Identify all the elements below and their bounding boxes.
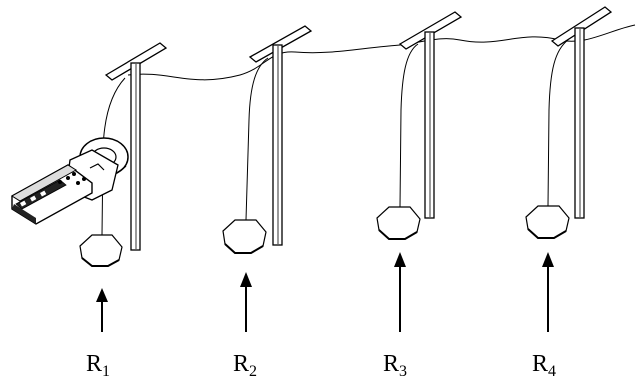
label-r3-sub: 3: [399, 363, 407, 380]
ground-lead-2: [245, 57, 269, 221]
ground-electrode-icon: [376, 206, 421, 240]
label-r2-main: R: [233, 351, 249, 377]
ground-electrode-icon: [222, 219, 267, 254]
arrow-up-icon: [394, 252, 406, 332]
label-r2: R2: [233, 351, 257, 380]
pole-4: [550, 6, 613, 219]
arrow-up-icon: [542, 252, 554, 332]
overhead-wire: [127, 24, 636, 81]
label-r2-sub: 2: [249, 363, 257, 380]
label-r1: R1: [86, 351, 110, 380]
pole-2: [248, 25, 313, 246]
label-r4-main: R: [532, 351, 548, 377]
pole-post: [130, 62, 141, 251]
label-r1-sub: 1: [102, 363, 110, 380]
arrow-up-icon: [240, 272, 252, 332]
label-r3-main: R: [383, 351, 399, 377]
ground-electrode-icon: [525, 205, 570, 239]
earth-clamp-meter-icon: [11, 137, 129, 225]
ground-lead-3: [399, 43, 419, 208]
label-r3: R3: [383, 351, 407, 380]
pole-3: [398, 11, 463, 219]
ground-electrode-icon: [79, 234, 123, 267]
arrow-up-icon: [96, 288, 108, 332]
pole-1: [104, 42, 168, 251]
label-r4-sub: 4: [548, 363, 556, 380]
ground-lead-4: [547, 39, 569, 207]
label-r4: R4: [532, 351, 556, 380]
label-r1-main: R: [86, 351, 102, 377]
